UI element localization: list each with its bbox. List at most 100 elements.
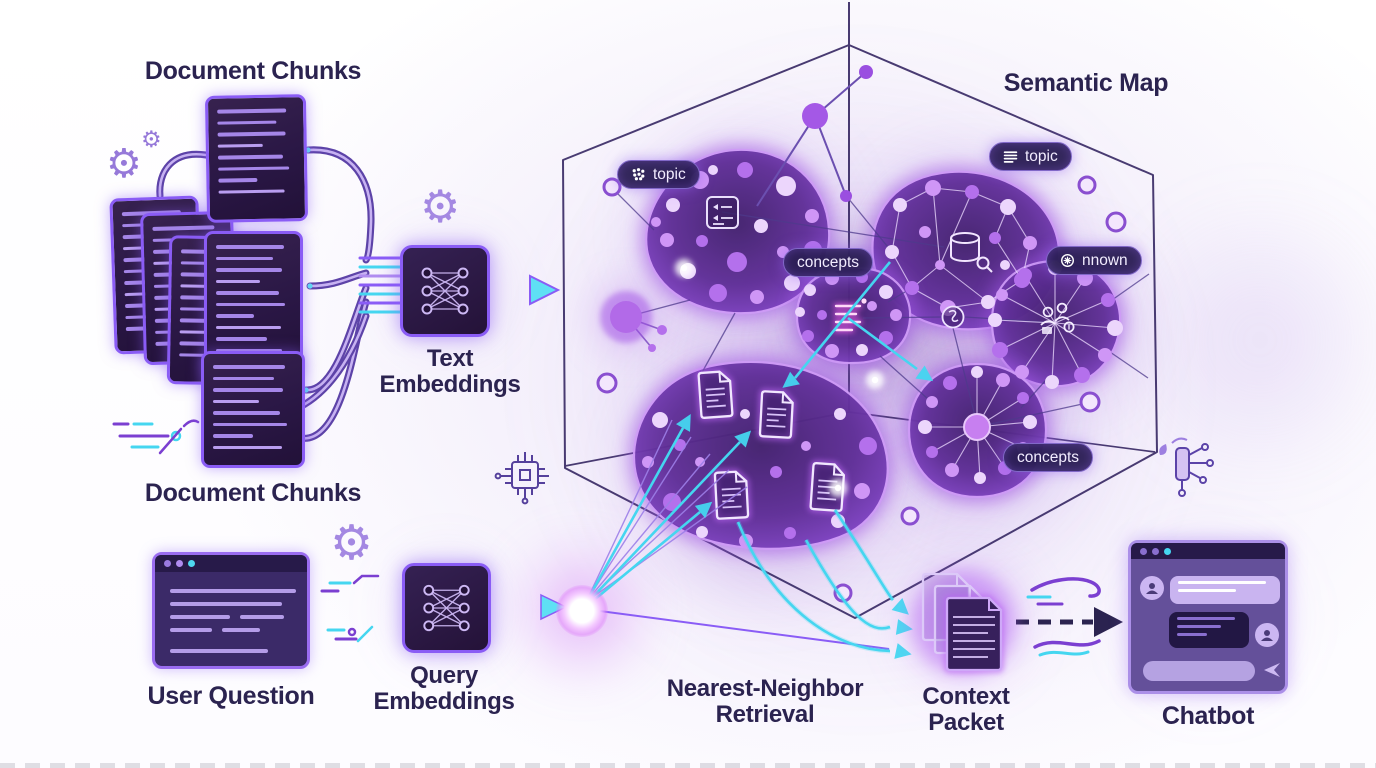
diagram-decor xyxy=(705,387,725,391)
window-title-bar xyxy=(1131,543,1285,559)
retrieval-fan-line xyxy=(585,419,673,603)
map-node xyxy=(893,198,907,212)
map-node xyxy=(801,441,811,451)
map-node xyxy=(674,439,686,451)
light-glints xyxy=(675,259,884,497)
map-pill-concepts-center: concepts xyxy=(783,248,874,277)
diagram-decor xyxy=(721,493,742,497)
diagram-decor xyxy=(1054,299,1109,324)
window-dot xyxy=(176,560,183,567)
send-icon[interactable] xyxy=(1262,660,1282,685)
map-node xyxy=(1015,365,1029,379)
wind-swirl-icon xyxy=(1026,577,1101,657)
diagram-decor xyxy=(817,497,837,501)
pill-label: concepts xyxy=(797,253,860,271)
map-node xyxy=(696,526,708,538)
diagram-decor xyxy=(814,115,847,197)
list-lines-icon xyxy=(1003,151,1018,163)
map-node xyxy=(740,409,750,419)
chat-input-field[interactable] xyxy=(1143,661,1255,681)
map-node xyxy=(867,301,877,311)
chunk-tube xyxy=(304,146,375,264)
cluster-link-line xyxy=(952,327,976,417)
map-node xyxy=(695,457,705,467)
query-embeddings-label: Query Embeddings xyxy=(373,662,515,716)
map-node xyxy=(926,446,938,458)
chatbot-label: Chatbot xyxy=(1161,702,1255,730)
map-node xyxy=(945,463,959,477)
diagram-decor xyxy=(705,393,726,397)
ring-node xyxy=(596,372,618,394)
cluster-link-line xyxy=(1111,273,1150,301)
cluster-web-line xyxy=(939,191,973,266)
map-node xyxy=(974,472,986,484)
map-node xyxy=(805,209,819,223)
diagram-decor xyxy=(1001,294,1056,324)
document-icon xyxy=(711,468,752,522)
diagram-decor xyxy=(766,413,787,417)
map-node xyxy=(919,226,931,238)
window-title-bar xyxy=(155,555,307,572)
database-search-icon xyxy=(950,232,993,273)
cluster-web-line xyxy=(932,187,941,266)
faint-bottom-text-strip xyxy=(0,763,1376,768)
cyan-arrowhead xyxy=(694,501,713,519)
chip-icon xyxy=(494,452,549,505)
people-icon xyxy=(1040,302,1075,334)
cyan-arrowhead xyxy=(915,365,934,382)
query-embeddings-box xyxy=(402,563,491,653)
cluster-link-line xyxy=(847,197,893,253)
cyan-arrowhead xyxy=(891,598,909,615)
question-text-line xyxy=(170,589,296,593)
map-node xyxy=(831,514,845,528)
map-node xyxy=(859,437,877,455)
gear-icon: ⚙ xyxy=(106,141,142,187)
context-curve-arrow xyxy=(804,539,891,630)
chat-bubble-right xyxy=(1169,612,1249,648)
map-node xyxy=(996,289,1008,301)
cluster-link-line xyxy=(976,402,1088,428)
cluster-link-line xyxy=(721,211,945,248)
neural-network-icon xyxy=(421,267,469,315)
map-node xyxy=(802,330,814,342)
map-node xyxy=(770,466,782,478)
map-node xyxy=(652,412,668,428)
question-text-line xyxy=(170,628,260,632)
neural-network-icon xyxy=(423,584,470,632)
diagram-decor xyxy=(781,392,793,404)
map-node xyxy=(1018,268,1032,282)
diagram-decor xyxy=(756,115,816,207)
map-node xyxy=(971,366,983,378)
map-node xyxy=(651,217,661,227)
cluster-web-line xyxy=(891,204,901,253)
map-node xyxy=(1023,415,1037,429)
map-node xyxy=(965,185,979,199)
light-glint xyxy=(680,264,688,272)
map-hexagon-outline xyxy=(562,44,1158,619)
map-node xyxy=(754,219,768,233)
chunk-connector-tubes xyxy=(156,146,402,442)
map-node xyxy=(660,233,674,247)
document-chunks-top-label: Document Chunks xyxy=(144,57,362,85)
map-node xyxy=(926,396,938,408)
diagram-decor xyxy=(988,598,1001,611)
diagram-decor xyxy=(767,407,787,411)
diagram-decor xyxy=(832,464,844,477)
map-node xyxy=(890,309,902,321)
cyan-arrowhead xyxy=(782,371,800,388)
packet-to-chatbot-arrowhead xyxy=(1094,607,1123,637)
diagram-decor xyxy=(306,148,373,262)
map-node xyxy=(696,235,708,247)
map-pill-topic-right: topic xyxy=(989,142,1072,171)
map-node xyxy=(918,420,932,434)
map-node xyxy=(1098,348,1112,362)
document-icon xyxy=(944,595,1004,673)
map-pill-nnown: nnown xyxy=(1046,246,1142,275)
map-node xyxy=(663,493,681,511)
cluster-link-line xyxy=(862,316,942,319)
diagram-decor xyxy=(1054,322,1083,376)
map-node xyxy=(784,527,796,539)
diagram-decor xyxy=(648,344,656,352)
map-node xyxy=(825,344,839,358)
pill-label: topic xyxy=(1025,147,1058,165)
